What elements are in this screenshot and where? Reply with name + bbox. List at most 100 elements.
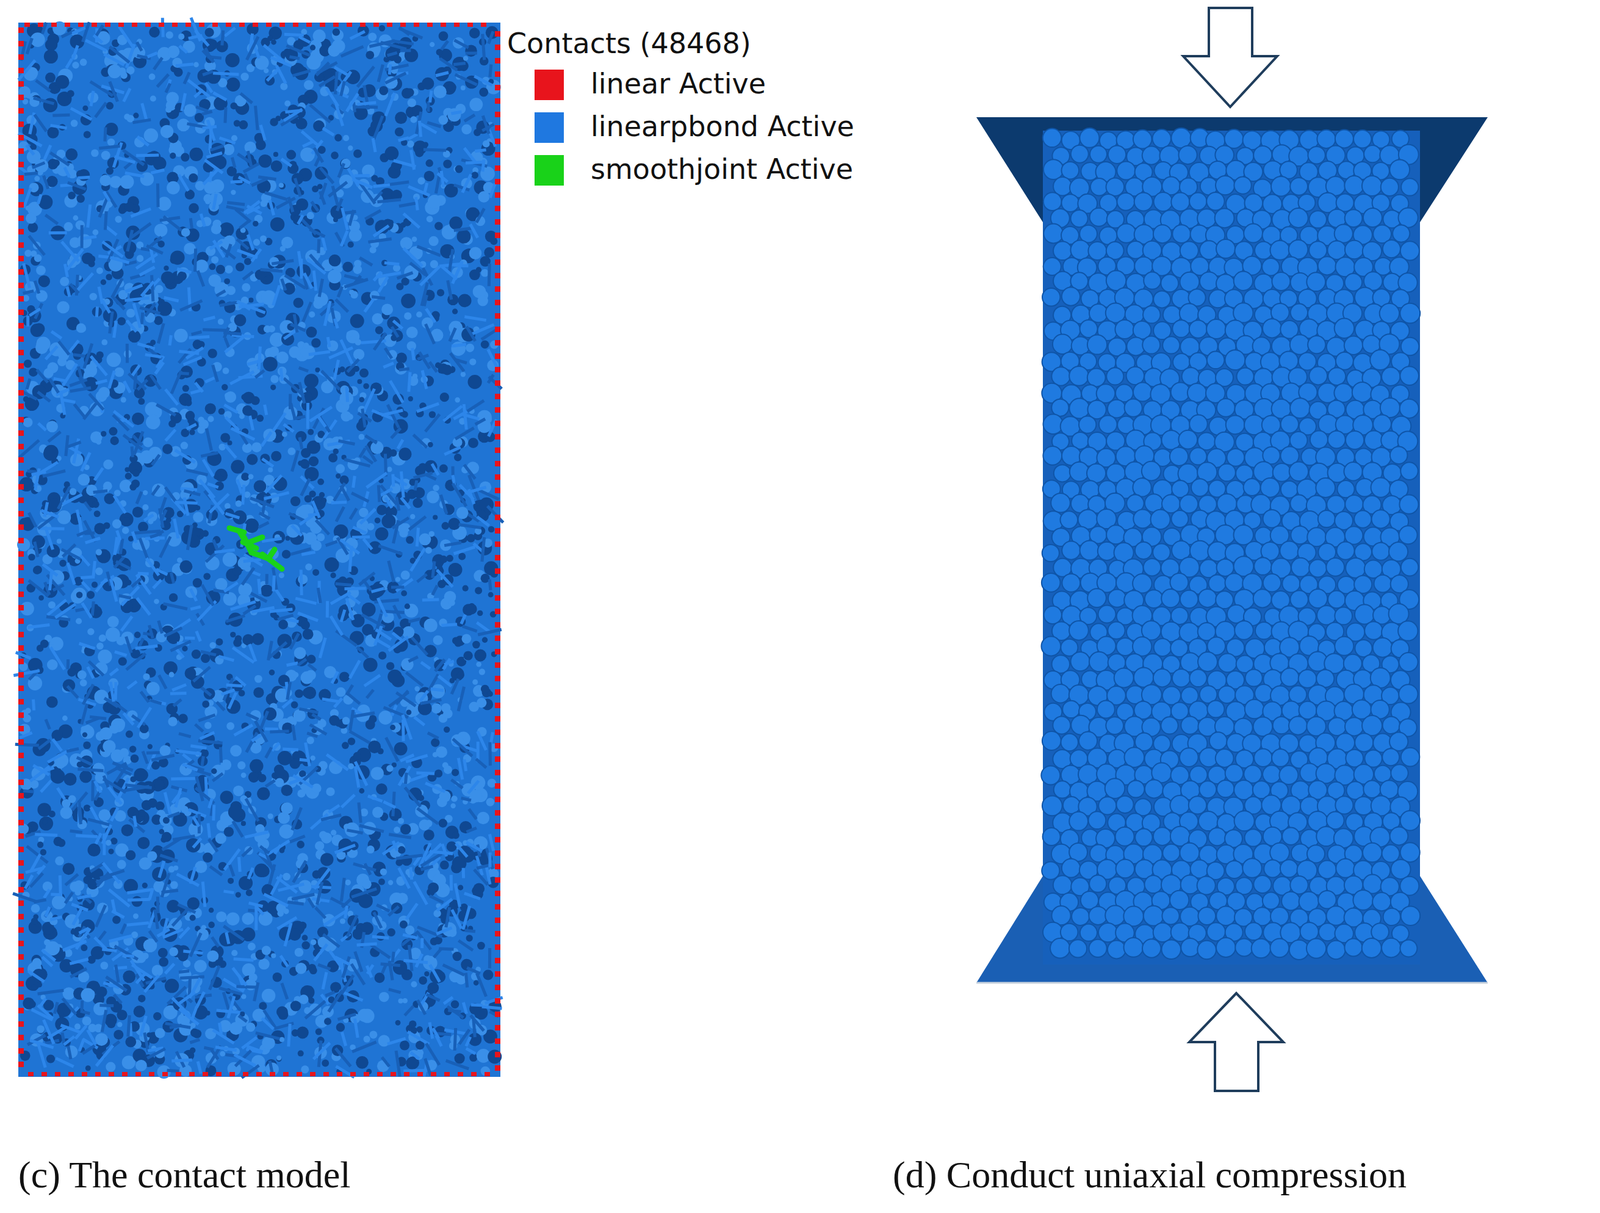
- contact-blob: [182, 385, 190, 392]
- contact-blob: [173, 328, 188, 343]
- contact-blob: [469, 358, 476, 365]
- contact-blob: [472, 679, 478, 685]
- contact-blob: [62, 986, 76, 999]
- contact-blob: [222, 552, 238, 567]
- contact-blob: [483, 247, 495, 258]
- contact-blob: [353, 365, 360, 372]
- contact-blob: [85, 1064, 91, 1071]
- contact-blob: [76, 194, 85, 203]
- contact-blob: [359, 396, 365, 403]
- contact-blob: [469, 789, 483, 803]
- contact-blob: [460, 903, 469, 912]
- contact-blob: [159, 745, 171, 757]
- contact-blob: [261, 988, 276, 1003]
- contact-blob: [411, 236, 418, 243]
- contact-blob: [192, 577, 202, 588]
- contact-blob: [59, 277, 69, 287]
- contact-blob: [103, 521, 110, 529]
- contact-blob: [264, 275, 273, 283]
- contact-blob: [137, 836, 150, 849]
- contact-blob: [245, 1022, 256, 1032]
- contact-blob: [211, 256, 219, 264]
- contact-blob: [448, 562, 463, 577]
- contact-blob: [137, 809, 146, 817]
- contact-blob: [439, 790, 451, 802]
- contact-blob: [96, 350, 104, 359]
- contact-model-view: [12, 17, 504, 1079]
- contact-blob: [70, 119, 79, 127]
- contact-blob: [238, 689, 246, 697]
- contact-blob: [125, 850, 137, 861]
- contact-blob: [242, 405, 253, 416]
- contact-blob: [353, 149, 362, 159]
- contact-blob: [410, 513, 415, 519]
- contact-blob: [418, 462, 427, 471]
- contact-blob: [284, 100, 291, 107]
- contact-blob: [454, 638, 462, 647]
- contact-blob: [402, 626, 415, 639]
- contact-blob: [86, 484, 98, 496]
- contact-blob: [192, 511, 204, 523]
- contact-blob: [142, 882, 148, 888]
- contact-blob: [229, 1021, 243, 1035]
- contact-blob: [367, 522, 375, 531]
- contact-blob: [466, 934, 473, 941]
- contact-blob: [28, 222, 39, 233]
- contact-blob: [306, 654, 317, 664]
- contact-blob: [313, 29, 326, 43]
- contact-blob: [330, 151, 339, 160]
- contact-blob: [328, 453, 338, 463]
- contact-blob: [278, 572, 285, 578]
- contact-blob: [46, 126, 59, 139]
- contact-blob: [226, 285, 236, 295]
- contact-blob: [140, 450, 154, 464]
- contact-blob: [400, 590, 408, 597]
- contact-blob: [277, 909, 284, 917]
- contact-blob: [273, 151, 279, 157]
- contact-blob: [82, 740, 91, 749]
- contact-blob: [193, 62, 199, 68]
- contact-blob: [208, 907, 215, 913]
- contact-blob: [372, 806, 384, 818]
- contact-blob: [276, 1055, 282, 1060]
- contact-blob: [67, 90, 75, 98]
- contact-blob: [112, 915, 121, 924]
- contact-blob: [37, 841, 44, 848]
- contact-blob: [398, 447, 412, 461]
- contact-blob: [233, 463, 242, 471]
- contact-blob: [471, 171, 479, 179]
- contact-blob: [197, 340, 206, 348]
- contact-blob: [261, 194, 269, 201]
- contact-blob: [269, 346, 279, 357]
- contact-blob: [290, 496, 301, 506]
- contact-blob: [363, 657, 378, 672]
- contact-blob: [336, 687, 346, 697]
- contact-blob: [226, 911, 240, 926]
- contact-blob: [461, 124, 472, 135]
- contact-blob: [386, 466, 393, 473]
- contact-blob: [253, 687, 264, 698]
- contact-blob: [328, 715, 340, 726]
- contact-blob: [457, 229, 472, 244]
- contact-blob: [316, 532, 325, 541]
- contact-blob: [79, 679, 88, 687]
- contact-blob: [82, 1016, 92, 1026]
- contact-blob: [291, 1028, 300, 1037]
- contact-blob: [227, 877, 234, 884]
- contact-blob: [400, 293, 416, 309]
- contact-blob: [209, 263, 217, 270]
- contact-blob: [304, 466, 319, 481]
- contact-blob: [100, 961, 109, 970]
- contact-blob: [291, 701, 299, 709]
- contact-blob: [112, 519, 122, 529]
- contact-blob: [468, 374, 483, 389]
- contact-blob: [439, 555, 448, 563]
- contact-blob: [258, 958, 270, 970]
- contact-blob: [342, 716, 351, 725]
- contact-blob: [222, 367, 230, 375]
- contact-blob: [169, 671, 175, 678]
- contact-blob: [305, 563, 312, 570]
- contact-blob: [423, 829, 435, 841]
- contact-blob: [189, 1047, 196, 1054]
- contact-blob: [320, 852, 334, 866]
